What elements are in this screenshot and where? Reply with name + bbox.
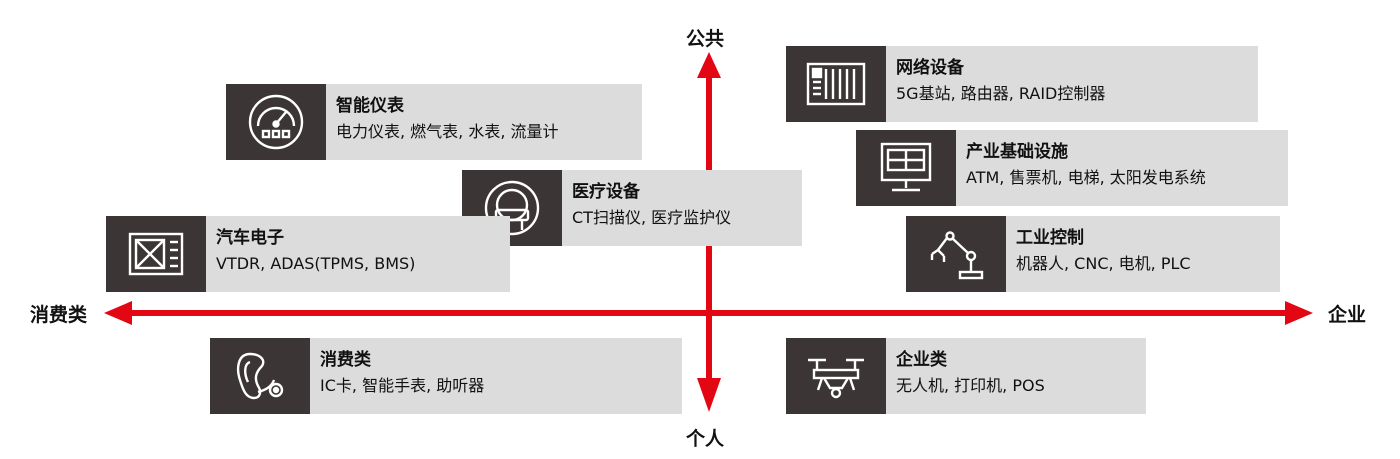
- card-subtitle: CT扫描仪, 医疗监护仪: [572, 208, 732, 227]
- axis-label-bottom: 个人: [686, 428, 725, 450]
- card-title: 企业类: [896, 350, 947, 370]
- card-subtitle: ATM, 售票机, 电梯, 太阳发电系统: [966, 168, 1206, 187]
- card-title: 产业基础设施: [966, 142, 1068, 162]
- card-title: 工业控制: [1016, 228, 1084, 248]
- card-subtitle: 无人机, 打印机, POS: [896, 376, 1045, 395]
- axis-label-top: 公共: [686, 28, 725, 50]
- car-dashboard-icon: [106, 216, 206, 292]
- hearing-aid-icon: [210, 338, 310, 414]
- card-subtitle: IC卡, 智能手表, 助听器: [320, 376, 485, 395]
- monitor-grid-icon: [856, 130, 956, 206]
- card-title: 网络设备: [896, 58, 964, 78]
- card-title: 医疗设备: [572, 182, 640, 202]
- axis-label-left: 消费类: [30, 304, 88, 326]
- card-medical-equipment: 医疗设备 CT扫描仪, 医疗监护仪: [462, 170, 802, 246]
- card-industrial-control: 工业控制 机器人, CNC, 电机, PLC: [906, 216, 1280, 292]
- card-network-equipment: 网络设备 5G基站, 路由器, RAID控制器: [786, 46, 1258, 122]
- robot-arm-icon: [906, 216, 1006, 292]
- card-automotive-electronics: 汽车电子 VTDR, ADAS(TPMS, BMS): [106, 216, 510, 292]
- axis-label-right: 企业: [1328, 304, 1367, 326]
- card-smart-meter: 智能仪表 电力仪表, 燃气表, 水表, 流量计: [226, 84, 642, 160]
- drone-icon: [786, 338, 886, 414]
- card-industrial-infrastructure: 产业基础设施 ATM, 售票机, 电梯, 太阳发电系统: [856, 130, 1288, 206]
- axis-arrow-up: [697, 52, 721, 78]
- gauge-icon: [226, 84, 326, 160]
- card-title: 汽车电子: [216, 228, 284, 248]
- card-subtitle: 电力仪表, 燃气表, 水表, 流量计: [336, 122, 559, 141]
- axis-arrow-right: [1285, 301, 1313, 325]
- card-title: 智能仪表: [336, 96, 404, 116]
- card-enterprise: 企业类 无人机, 打印机, POS: [786, 338, 1146, 414]
- card-consumer: 消费类 IC卡, 智能手表, 助听器: [210, 338, 682, 414]
- card-subtitle: 机器人, CNC, 电机, PLC: [1016, 254, 1191, 273]
- axis-arrow-left: [104, 301, 132, 325]
- card-subtitle: 5G基站, 路由器, RAID控制器: [896, 84, 1106, 103]
- horizontal-axis-line: [128, 310, 1288, 316]
- card-title: 消费类: [320, 350, 371, 370]
- axis-arrow-down: [697, 378, 721, 412]
- network-rack-icon: [786, 46, 886, 122]
- card-subtitle: VTDR, ADAS(TPMS, BMS): [216, 254, 416, 273]
